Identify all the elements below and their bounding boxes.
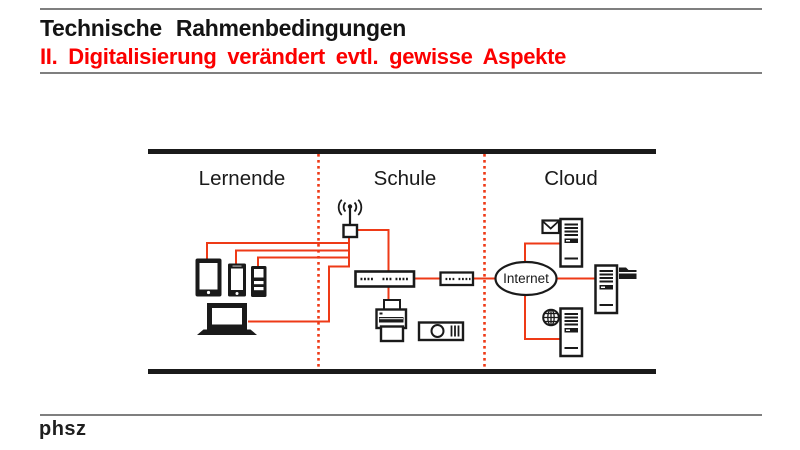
media-player-icon [251,266,267,297]
internet-label: Internet [503,271,549,286]
connection-line-smartphone [235,249,350,264]
server-tower-icon [559,307,584,358]
zone-label-cloud: Cloud [544,167,598,190]
internet-cloud: Internet [494,260,558,297]
connection-line-internet-webserver [524,294,561,340]
header-bottom-rule [40,72,762,74]
network-switch-icon [354,270,416,288]
wifi-access-point-icon [337,199,363,239]
slide-title: Technische Rahmenbedingungen [40,15,406,41]
mail-server-icon [541,217,584,268]
frame-top-bar [148,149,656,154]
projector-icon [417,321,465,342]
frame-bottom-bar [148,369,656,374]
file-server-icon [594,264,637,315]
header-top-rule [40,8,762,10]
slide-subtitle: II. Digitalisierung verändert evtl. gewi… [40,44,567,69]
printer-icon [375,299,408,343]
zone-label-schule: Schule [374,167,437,190]
connection-line-laptop [248,265,350,323]
connection-line-tablet [206,242,350,259]
globe-icon [542,308,560,327]
web-server-icon [542,307,584,358]
phsz-logo: phsz [39,418,87,440]
tablet-icon [195,258,222,297]
server-tower-icon [594,264,619,315]
server-tower-icon [559,217,584,268]
connection-line-internet-mailserver [524,242,561,263]
modem-router-icon [439,271,475,287]
envelope-icon [541,219,561,235]
connection-line-accesspoint-switch [357,229,390,271]
smartphone-icon [228,263,246,297]
footer-rule [40,414,762,416]
folder-icon [619,267,637,279]
zone-label-lernende: Lernende [199,167,286,190]
laptop-icon [197,303,257,335]
